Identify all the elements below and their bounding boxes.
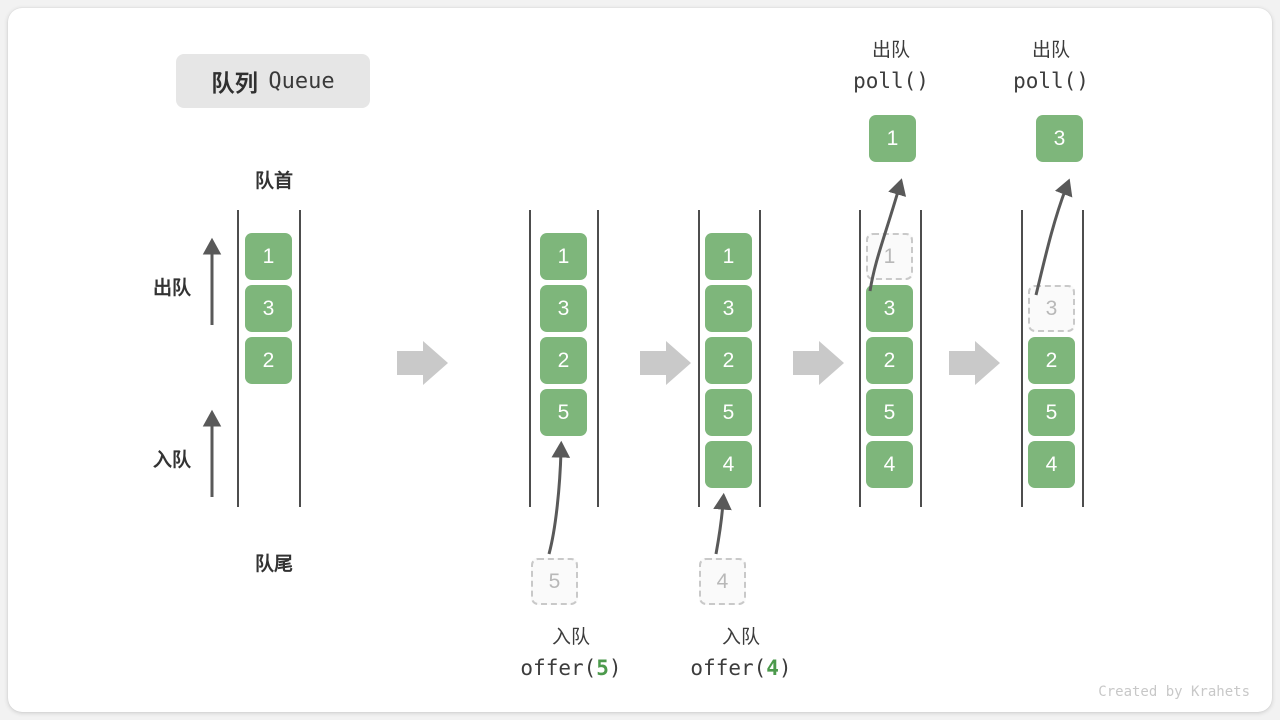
queue-cell: 1 (245, 233, 292, 280)
caption-offer-4: 入队 offer(4) (641, 623, 841, 685)
dequeued-ghost-cell: 3 (1028, 285, 1075, 332)
title-en: Queue (268, 68, 335, 94)
rail-left (698, 210, 700, 507)
queue-cell: 1 (540, 233, 587, 280)
rail-left (237, 210, 239, 507)
caption-poll-1: 出队 poll() (816, 36, 966, 98)
caption-poll-2-code: poll() (1013, 69, 1089, 94)
queue-cell: 4 (1028, 441, 1075, 488)
queue-cell: 2 (540, 337, 587, 384)
queue-cell: 2 (245, 337, 292, 384)
rail-left (529, 210, 531, 507)
popped-value-1: 1 (869, 115, 916, 162)
caption-offer-4-cn: 入队 (721, 627, 760, 648)
label-dequeue-direction: 出队 (153, 278, 192, 299)
queue-cell: 5 (540, 389, 587, 436)
caption-offer-4-code: offer(4) (690, 656, 792, 681)
queue-cell: 1 (705, 233, 752, 280)
title-badge: 队列 Queue (176, 54, 370, 108)
dequeued-ghost-cell: 1 (866, 233, 913, 280)
rail-right (1082, 210, 1084, 507)
rail-left (859, 210, 861, 507)
caption-offer-5-code: offer(5) (520, 656, 622, 681)
caption-poll-2-cn: 出队 (1031, 40, 1070, 61)
caption-poll-1-cn: 出队 (871, 40, 910, 61)
enqueue-flow-arrow-4 (713, 492, 732, 555)
pending-enqueue-value-5: 5 (531, 558, 578, 605)
queue-cell: 3 (705, 285, 752, 332)
queue-cell: 4 (866, 441, 913, 488)
queue-cell: 5 (866, 389, 913, 436)
caption-poll-2: 出队 poll() (976, 36, 1126, 98)
dequeue-flow-arrow-3 (1034, 178, 1073, 296)
label-enqueue-direction: 入队 (153, 450, 192, 471)
caption-offer-5-cn: 入队 (551, 627, 590, 648)
rail-right (597, 210, 599, 507)
step-arrow-1 (397, 341, 448, 385)
diagram-canvas: 队列 Queue 队首 队尾 出队 入队 出队 poll() 出队 poll()… (8, 8, 1272, 712)
queue-cell: 3 (245, 285, 292, 332)
queue-cell: 4 (705, 441, 752, 488)
caption-offer-5: 入队 offer(5) (471, 623, 671, 685)
queue-cell: 3 (540, 285, 587, 332)
step-arrow-4 (949, 341, 1000, 385)
queue-cell: 5 (705, 389, 752, 436)
watermark-credit: Created by Krahets (1098, 684, 1250, 700)
rail-left (1021, 210, 1023, 507)
queue-cell: 2 (866, 337, 913, 384)
label-queue-front: 队首 (254, 171, 293, 192)
rail-right (920, 210, 922, 507)
caption-poll-1-code: poll() (853, 69, 929, 94)
step-arrow-2 (640, 341, 691, 385)
queue-cell: 3 (866, 285, 913, 332)
rail-right (299, 210, 301, 507)
popped-value-3: 3 (1036, 115, 1083, 162)
queue-cell: 2 (705, 337, 752, 384)
enqueue-flow-arrow-5 (547, 440, 571, 555)
label-queue-rear: 队尾 (254, 554, 293, 575)
step-arrow-3 (793, 341, 844, 385)
queue-cell: 2 (1028, 337, 1075, 384)
rail-right (759, 210, 761, 507)
title-cn: 队列 (211, 70, 259, 96)
pending-enqueue-value-4: 4 (699, 558, 746, 605)
queue-cell: 5 (1028, 389, 1075, 436)
